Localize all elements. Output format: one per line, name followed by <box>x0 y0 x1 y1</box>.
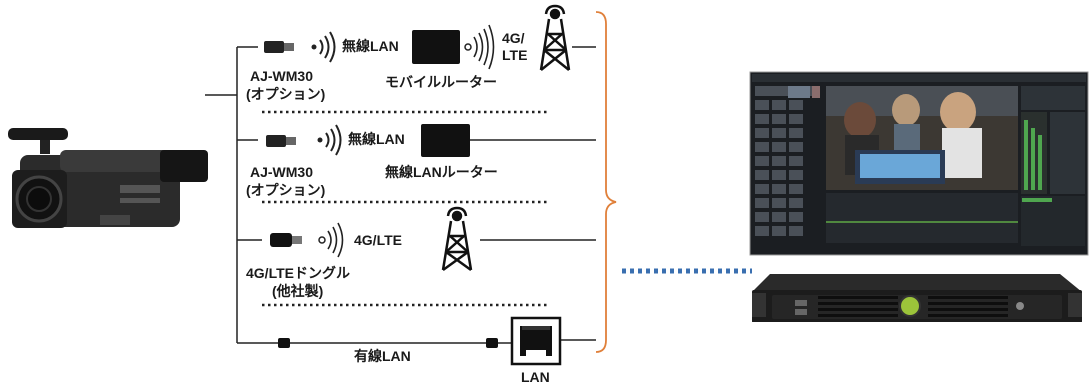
lan-port-icon <box>510 316 562 366</box>
cell-tower-icon <box>441 206 473 272</box>
wireless-signal-icon <box>318 222 344 258</box>
row4-relay-label: LAN <box>521 369 550 385</box>
row1-uplink-label-2: LTE <box>502 47 528 63</box>
row1-device-note: (オプション) <box>246 86 326 102</box>
wireless-signal-icon <box>464 24 495 70</box>
row1-relay-label: モバイルルーター <box>385 74 497 90</box>
group-bracket <box>595 11 617 353</box>
usb-module-icon <box>264 41 294 53</box>
usb-module-icon <box>266 135 296 147</box>
dongle-icon <box>270 233 302 247</box>
row1-uplink-label-1: 4G/ <box>502 30 525 46</box>
row1-link-label: 無線LAN <box>342 38 399 54</box>
cell-tower-icon <box>539 4 571 71</box>
row2-relay-label: 無線LANルーター <box>385 164 498 180</box>
cable-plug-icon <box>278 338 512 348</box>
row3-device-note: (他社製) <box>272 283 324 299</box>
wireless-signal-icon <box>317 124 342 156</box>
row2-device-label: AJ-WM30 <box>250 164 314 180</box>
row3-device-label: 4G/LTEドングル <box>246 265 350 281</box>
router-icon <box>412 30 460 64</box>
camcorder-icon <box>8 128 208 228</box>
row3-link-label: 4G/LTE <box>354 232 402 248</box>
router-icon <box>421 124 470 157</box>
rack-server-icon <box>752 274 1082 322</box>
row2-device-note: (オプション) <box>246 182 326 198</box>
wireless-signal-icon <box>311 31 336 63</box>
row2-link-label: 無線LAN <box>348 131 405 147</box>
row1-device-label: AJ-WM30 <box>250 68 314 84</box>
row4-link-label: 有線LAN <box>354 348 411 364</box>
server-screen-icon <box>749 71 1089 256</box>
